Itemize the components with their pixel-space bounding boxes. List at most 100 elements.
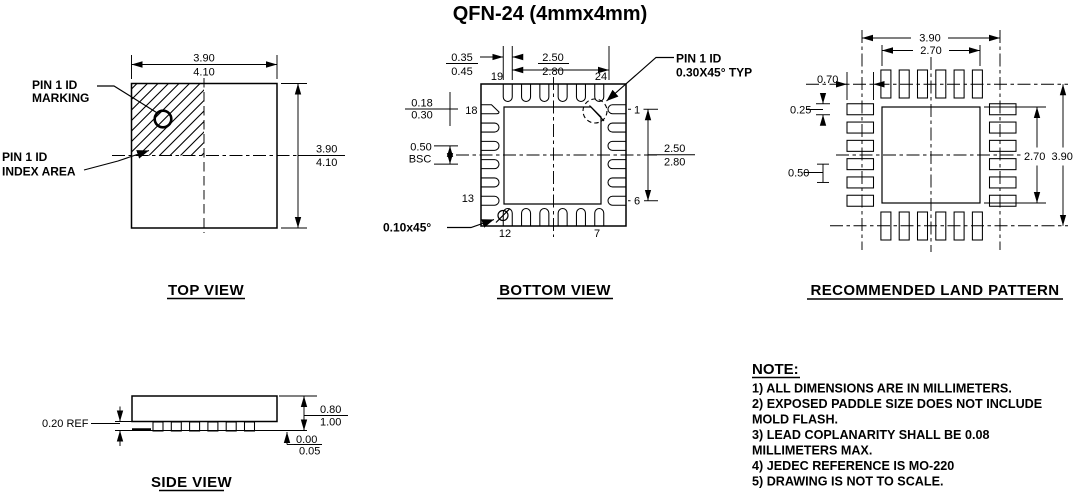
- pad: [575, 84, 586, 103]
- pad: [539, 84, 550, 103]
- lead: [170, 421, 182, 432]
- land-pad: [988, 103, 1017, 116]
- land-pad: [846, 103, 875, 116]
- pad-span-top-nom: 2.50: [542, 52, 563, 64]
- exposed-paddle: [503, 106, 602, 205]
- pitch-ref: BSC: [409, 154, 432, 166]
- pad-width-max: 0.45: [451, 66, 472, 78]
- pad: [481, 140, 500, 151]
- pad: [557, 207, 568, 226]
- pin-24: 24: [595, 71, 607, 83]
- land-pad: [988, 176, 1017, 189]
- pad: [481, 159, 500, 170]
- pad: [594, 84, 605, 103]
- pin-6: 6: [634, 196, 640, 208]
- note-line: 3) LEAD COPLANARITY SHALL BE 0.08: [752, 428, 989, 442]
- pad: [481, 195, 500, 206]
- land-pad: [846, 176, 875, 189]
- pin-7: 7: [594, 228, 600, 240]
- pad: [607, 177, 626, 188]
- notes-heading: NOTE:: [752, 361, 799, 378]
- land-pattern-dimensions: [803, 34, 1067, 226]
- pad-chamfered: [481, 104, 500, 115]
- top-view-title: TOP VIEW: [168, 282, 244, 299]
- land-pattern: 3.90 2.70 0.70 0.25 0.50 2.70 3.90 RECOM…: [788, 30, 1073, 300]
- pin1-id-leader: [606, 56, 674, 102]
- note-line: 5) DRAWING IS NOT TO SCALE.: [752, 475, 943, 489]
- pad: [521, 207, 532, 226]
- lp-pad-length: 0.70: [817, 74, 838, 86]
- page-title: QFN-24 (4mmx4mm): [453, 3, 648, 25]
- pad: [481, 177, 500, 188]
- pin1-marking-circle: [153, 109, 173, 129]
- top-view: 3.90 4.10 3.90 4.10 PIN 1 ID MARKING PIN…: [2, 53, 345, 300]
- pad-span-side-nom: 2.50: [664, 143, 685, 155]
- pad: [481, 122, 500, 133]
- land-pad: [988, 194, 1017, 207]
- land-pad: [846, 139, 875, 152]
- top-width-max: 4.10: [193, 67, 214, 79]
- pin-18: 18: [465, 105, 477, 117]
- pin1-id-dashed-circle: [582, 98, 608, 124]
- land-pad: [846, 158, 875, 171]
- side-view-title: SIDE VIEW: [151, 474, 233, 491]
- lp-pitch: 0.50: [788, 168, 809, 180]
- lead-width-nom: 0.18: [411, 98, 432, 110]
- lp-outer-span-x: 3.90: [919, 33, 940, 45]
- top-width-nom: 3.90: [193, 53, 214, 65]
- lp-outer-span-y: 3.90: [1052, 151, 1073, 163]
- pin1-index-leader: [83, 149, 150, 171]
- pin1-marking-label-2: MARKING: [32, 91, 89, 105]
- lead-width-max: 0.30: [411, 110, 432, 122]
- sv-height-max: 1.00: [320, 417, 341, 429]
- lp-pad-width: 0.25: [790, 105, 811, 117]
- pad-span-side-max: 2.80: [664, 157, 685, 169]
- pad-width-nom: 0.35: [451, 52, 472, 64]
- corner-chamfer-line: [495, 208, 511, 223]
- corner-chamfer-leader: [447, 218, 495, 229]
- pin-13: 13: [462, 193, 474, 205]
- pad: [575, 207, 586, 226]
- pad: [607, 122, 626, 133]
- pad: [557, 84, 568, 103]
- pin1-index-area-hatch: [131, 83, 204, 156]
- pin1-index-label-2: INDEX AREA: [2, 165, 76, 179]
- package-outline-side: [131, 395, 278, 423]
- pin1-marking-label-1: PIN 1 ID: [32, 78, 78, 92]
- pin1-id-label-2: 0.30X45° TYP: [676, 66, 752, 80]
- bottom-view-pads: [481, 84, 626, 226]
- land-pad: [988, 158, 1017, 171]
- pad: [607, 140, 626, 151]
- sv-standoff-max: 0.05: [299, 446, 320, 458]
- sv-height-nom: 0.80: [320, 404, 341, 416]
- bottom-view: 0.35 0.45 2.50 2.80 0.18 0.30 0.50 BSC 2…: [383, 46, 752, 300]
- corner-chamfer-circle: [497, 209, 509, 222]
- pad: [594, 207, 605, 226]
- lead: [189, 421, 201, 432]
- side-view-leads: [152, 421, 256, 432]
- pin1-chamfer-line: [589, 105, 605, 122]
- land-pad: [988, 139, 1017, 152]
- pad-span-top-max: 2.80: [542, 66, 563, 78]
- pad: [607, 159, 626, 170]
- pin-1: 1: [634, 105, 640, 117]
- top-height-max: 4.10: [316, 157, 337, 169]
- pad: [607, 104, 626, 115]
- lead: [207, 421, 219, 432]
- pad: [502, 84, 513, 103]
- lead: [225, 421, 237, 432]
- bottom-view-title: BOTTOM VIEW: [499, 282, 611, 299]
- pin1-index-label-1: PIN 1 ID: [2, 150, 48, 164]
- sv-standoff-nom: 0.00: [296, 434, 317, 446]
- notes: NOTE: 1) ALL DIMENSIONS ARE IN MILLIMETE…: [752, 361, 1042, 489]
- pad: [607, 195, 626, 206]
- top-height-nom: 3.90: [316, 144, 337, 156]
- land-pad: [988, 121, 1017, 134]
- note-line: 1) ALL DIMENSIONS ARE IN MILLIMETERS.: [752, 382, 1012, 396]
- side-view: 0.20 REF 0.80 1.00 0.00 0.05 SIDE VIEW: [42, 395, 348, 492]
- corner-chamfer-label: 0.10x45°: [383, 221, 431, 235]
- lp-inner-span-y: 2.70: [1024, 151, 1045, 163]
- pitch-value: 0.50: [410, 142, 431, 154]
